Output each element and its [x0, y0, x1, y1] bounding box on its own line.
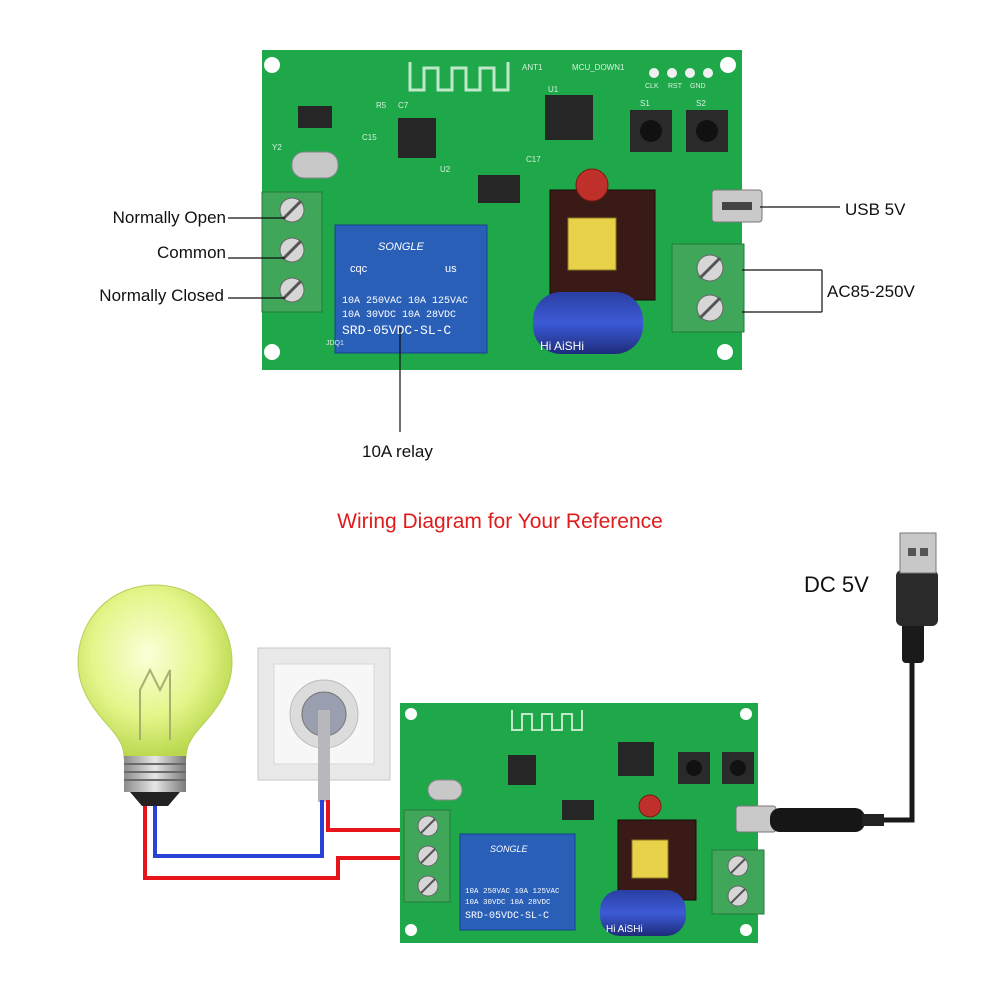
- wifi-chip: [398, 118, 436, 158]
- silk-c15: C15: [362, 133, 377, 142]
- wire-red-socket: [326, 800, 430, 832]
- wiring: [143, 800, 430, 880]
- electrolytic-capacitor: [533, 292, 643, 354]
- usb-wire: [884, 660, 915, 823]
- silk-gnd: GND: [690, 83, 706, 90]
- label-ac-input: AC85-250V: [827, 282, 915, 301]
- transformer-core: [567, 217, 617, 271]
- header-pads: [649, 68, 713, 78]
- silk-ant1: ANT1: [522, 63, 543, 72]
- silk-r5: R5: [376, 101, 387, 110]
- regulator-chip: [478, 175, 520, 203]
- silk-u1: U1: [548, 85, 559, 94]
- usb-cable: [770, 532, 938, 832]
- wire-red-bulb: [143, 806, 430, 880]
- relay-model: SRD-05VDC-SL-C: [465, 911, 549, 922]
- relay: [334, 224, 488, 354]
- silk-jdq1: JDQ1: [326, 340, 344, 347]
- bulb-base: [124, 756, 186, 792]
- diagram-title: Wiring Diagram for Your Reference: [337, 510, 663, 533]
- antenna-trace: [408, 62, 510, 92]
- bottom-board: SONGLE 10A 250VAC 10A 125VAC 10A 30VDC 1…: [400, 703, 777, 943]
- socket-cable: [318, 710, 330, 802]
- capacitor-brand: Hi AiSHi: [540, 339, 584, 353]
- label-usb-5v: USB 5V: [845, 200, 906, 219]
- relay-model: SRD-05VDC-SL-C: [342, 323, 451, 338]
- pcb: [400, 703, 758, 943]
- relay-brand: SONGLE: [378, 241, 425, 253]
- capacitor-brand: Hi AiSHi: [606, 924, 643, 935]
- mcu-chip: [545, 95, 593, 140]
- silk-mcu-down: MCU_DOWN1: [572, 63, 625, 72]
- crystal: [291, 151, 339, 179]
- silk-c17: C17: [526, 155, 541, 164]
- relay-rating-1: 10A 250VAC 10A 125VAC: [465, 888, 560, 896]
- silk-clk: CLK: [645, 83, 659, 90]
- silk-s1: S1: [640, 99, 650, 108]
- pcb: [262, 50, 742, 370]
- relay-rating-1: 10A 250VAC 10A 125VAC: [342, 296, 468, 307]
- terminal-screws: [279, 197, 305, 303]
- label-common: Common: [157, 243, 226, 262]
- top-board: SONGLE cqc us 10A 250VAC 10A 125VAC 10A …: [261, 50, 763, 370]
- micro-usb-plug: [770, 808, 865, 832]
- relay-ul-mark: us: [445, 263, 457, 275]
- mount-hole: [720, 57, 736, 73]
- relay-cqc-mark: cqc: [350, 263, 368, 275]
- relay-rating-2: 10A 30VDC 10A 28VDC: [342, 310, 456, 321]
- wire-blue-bulb: [153, 800, 324, 858]
- small-chip: [298, 106, 332, 128]
- label-normally-open: Normally Open: [112, 208, 226, 227]
- silk-c7: C7: [398, 101, 409, 110]
- callout-lines: [228, 206, 840, 432]
- mount-hole: [264, 344, 280, 360]
- relay-rating-2: 10A 30VDC 10A 28VDC: [465, 899, 551, 907]
- silk-rst: RST: [668, 83, 683, 90]
- usb-a-plug: [896, 570, 938, 626]
- silk-u2: U2: [440, 165, 451, 174]
- mount-hole: [717, 344, 733, 360]
- silk-y2: Y2: [272, 143, 282, 152]
- small-capacitor: [575, 168, 609, 202]
- mount-hole: [264, 57, 280, 73]
- silk-s2: S2: [696, 99, 706, 108]
- light-bulb: [77, 584, 233, 806]
- label-relay: 10A relay: [362, 442, 433, 461]
- relay: [459, 833, 576, 931]
- label-normally-closed: Normally Closed: [99, 286, 224, 305]
- dc-5v-label: DC 5V: [804, 572, 869, 597]
- relay-brand: SONGLE: [490, 844, 529, 854]
